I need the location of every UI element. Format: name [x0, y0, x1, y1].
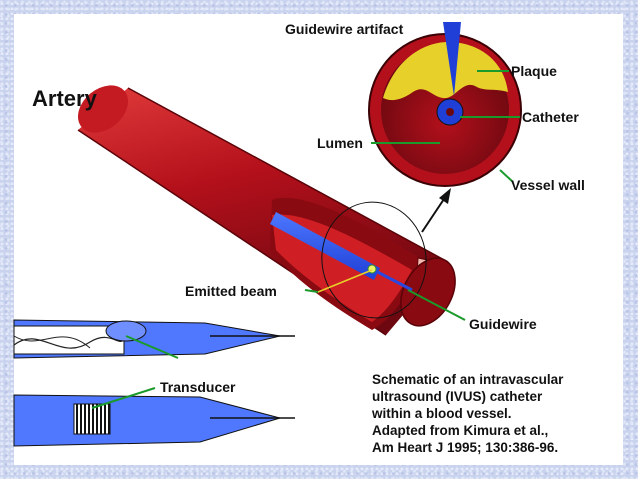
ultrasound-beam-ring [321, 201, 427, 319]
label-artery: Artery [32, 86, 98, 111]
figure-caption: Schematic of an intravascular ultrasound… [372, 371, 622, 456]
caption-line: within a blood vessel. [372, 406, 512, 421]
cross-section [368, 33, 522, 187]
leader-lines [91, 70, 520, 409]
caption-line: ultrasound (IVUS) catheter [372, 389, 543, 404]
arrow-to-inset [421, 188, 451, 233]
label-emitted-beam: Emitted beam [185, 283, 277, 299]
label-catheter: Catheter [522, 109, 579, 125]
guidewire-artifact-shadow [443, 22, 461, 96]
catheter-tip-bottom [13, 394, 295, 447]
caption-line: Schematic of an intravascular [372, 372, 564, 387]
artery-end-opening [400, 257, 456, 327]
caption-line: Am Heart J 1995; 130:386-96. [372, 440, 559, 455]
catheter-tip-top [13, 319, 295, 359]
label-plaque: Plaque [511, 63, 557, 79]
label-guidewire: Guidewire [469, 316, 537, 332]
label-vessel-wall: Vessel wall [511, 177, 585, 193]
label-lumen: Lumen [317, 135, 363, 151]
label-transducer: Transducer [160, 379, 236, 395]
plaque-region [383, 42, 508, 101]
emitted-beam-line [317, 269, 373, 293]
caption-line: Adapted from Kimura et al., [372, 423, 549, 438]
label-guidewire-artifact: Guidewire artifact [285, 21, 404, 37]
